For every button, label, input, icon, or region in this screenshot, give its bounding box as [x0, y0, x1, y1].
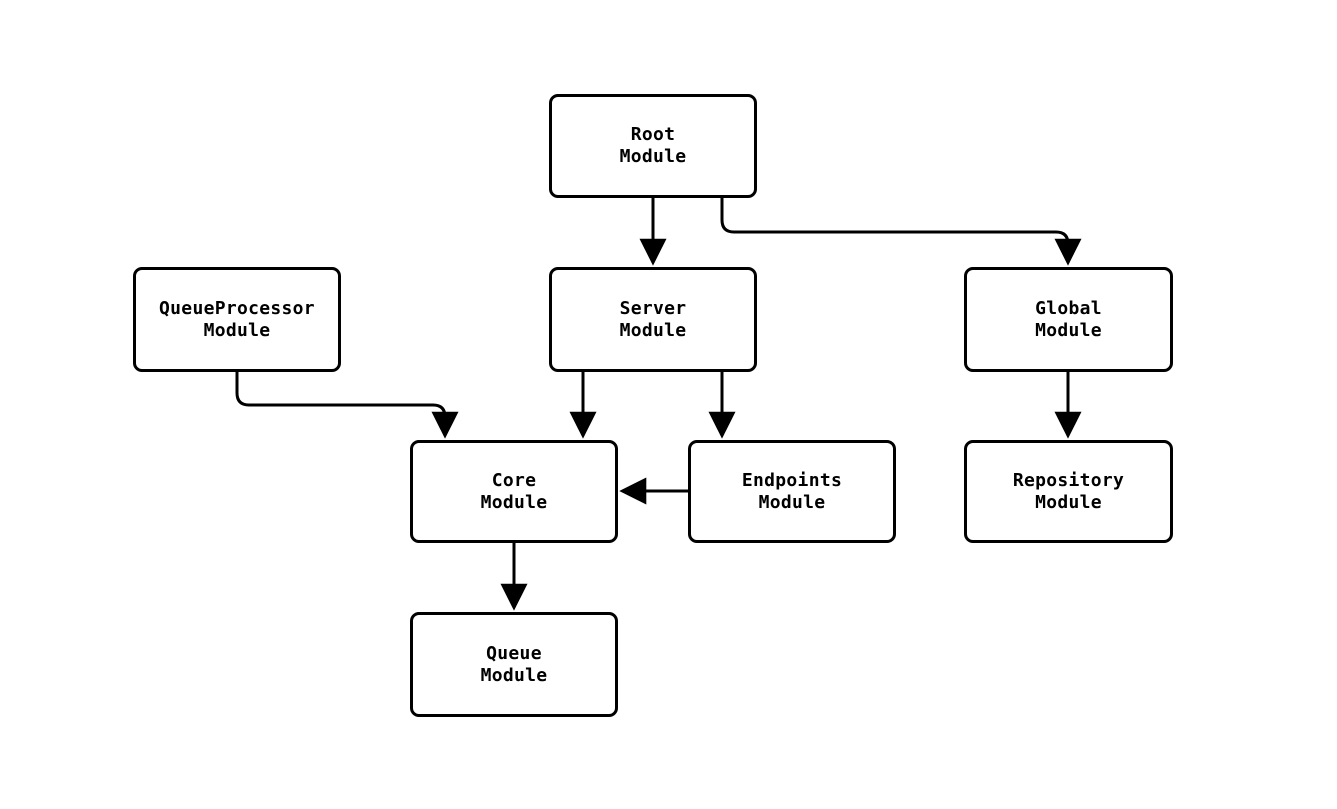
node-label-line2: Module: [480, 491, 548, 513]
node-label-line1: Root: [630, 124, 676, 145]
node-root-module-label: Root Module: [620, 124, 687, 168]
node-repository-module: Repository Module: [964, 440, 1173, 543]
node-label-line2: Module: [1035, 319, 1102, 341]
node-server-module: Server Module: [549, 267, 757, 372]
node-label-line2: Module: [619, 319, 687, 341]
node-global-module-label: Global Module: [1035, 298, 1102, 342]
node-queueprocessor-module: QueueProcessor Module: [133, 267, 341, 372]
node-label-line2: Module: [480, 664, 548, 686]
node-label-line1: Repository: [1012, 469, 1125, 491]
node-queue-module: Queue Module: [410, 612, 618, 717]
node-global-module: Global Module: [964, 267, 1173, 372]
node-repository-module-label: Repository Module: [1013, 470, 1124, 514]
node-root-module: Root Module: [549, 94, 757, 198]
node-queueprocessor-module-label: QueueProcessor Module: [159, 298, 315, 342]
node-core-module: Core Module: [410, 440, 618, 543]
node-endpoints-module: Endpoints Module: [688, 440, 896, 543]
edge-queueprocessor-to-core: [235, 372, 459, 439]
node-label-line1: Core: [491, 469, 537, 491]
node-core-module-label: Core Module: [481, 470, 548, 514]
node-label-line2: Module: [1035, 491, 1102, 513]
node-label-line1: Endpoints: [741, 469, 843, 491]
node-label-line2: Module: [619, 146, 687, 167]
edge-root-to-global: [720, 198, 1082, 266]
node-label-line2: Module: [203, 319, 271, 341]
node-label-line2: Module: [758, 491, 826, 513]
node-queue-module-label: Queue Module: [481, 643, 548, 687]
node-label-line1: QueueProcessor: [159, 297, 315, 319]
node-label-line1: Global: [1035, 297, 1102, 319]
node-endpoints-module-label: Endpoints Module: [742, 470, 842, 514]
node-label-line1: Queue: [486, 642, 542, 664]
node-label-line1: Server: [619, 297, 687, 319]
node-server-module-label: Server Module: [620, 298, 687, 342]
